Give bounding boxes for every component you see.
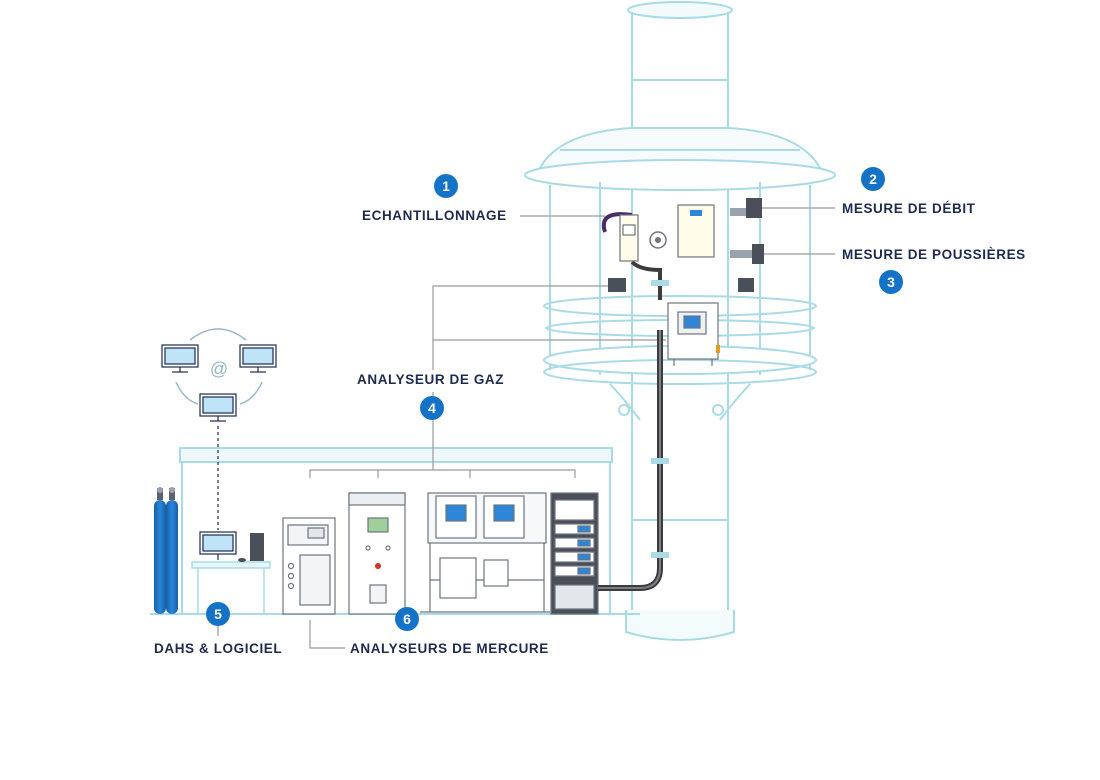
platform [524, 127, 836, 421]
callout-label-dust-measurement: MESURE DE POUSSIÈRES [842, 247, 1026, 262]
callout-label-flow-measurement: MESURE DE DÉBIT [842, 201, 976, 216]
callout-badge-3: 3 [879, 270, 903, 294]
callout-label-dahs-software: DAHS & LOGICIEL [154, 641, 283, 656]
dahs-network: @ [161, 328, 277, 530]
callout-badge-4: 4 [420, 396, 444, 420]
sample-line [598, 212, 669, 591]
callout-label-gas-analyzer: ANALYSEUR DE GAZ [357, 372, 505, 387]
flow-sensor [730, 198, 762, 218]
sampling-probe-box [619, 214, 639, 262]
analyzer-cabinet-2 [348, 492, 406, 615]
callout-badge-6: 6 [395, 607, 419, 631]
analyzer-rack-cabinet [550, 492, 599, 615]
gas-analyzer-stand [420, 492, 550, 613]
flow-transmitter-box [677, 204, 715, 258]
callout-badge-5: 5 [206, 602, 230, 626]
gas-cylinders [154, 487, 178, 614]
dahs-workstation [191, 531, 271, 614]
network-at-symbol: @ [210, 359, 228, 379]
analyzer-cabinet-1 [282, 517, 336, 615]
in-situ-gas-analyzer [667, 302, 720, 366]
callout-label-sampling: ECHANTILLONNAGE [362, 208, 507, 223]
dust-sensor [730, 244, 764, 264]
monitor-right [239, 344, 277, 373]
callout-badge-2: 2 [861, 167, 885, 191]
leader-lines [217, 207, 835, 649]
callout-badge-1: 1 [434, 174, 458, 198]
monitor-bottom [199, 393, 237, 422]
callout-label-mercury-analyzers: ANALYSEURS DE MERCURE [350, 641, 549, 656]
monitor-left [161, 344, 199, 373]
stack-port-flanges [608, 231, 754, 292]
